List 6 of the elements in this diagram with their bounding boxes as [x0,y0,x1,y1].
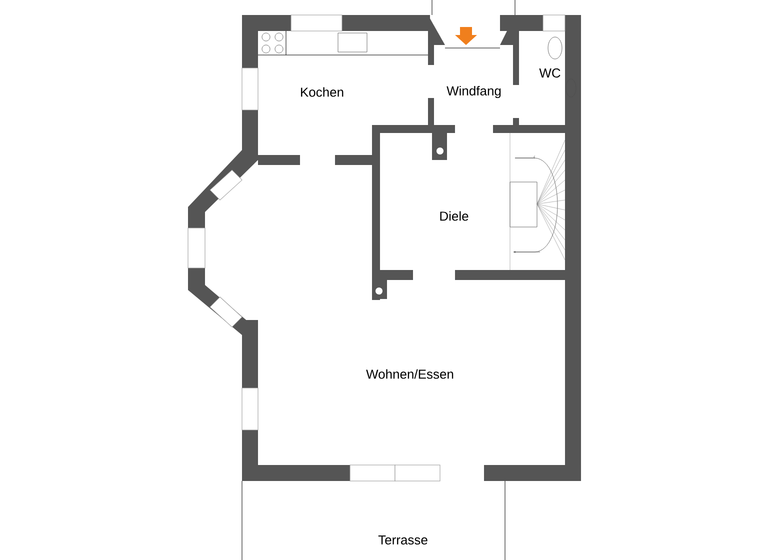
room-label: WC [539,68,560,78]
room-label: Kochen [301,87,344,97]
room-label: Terrasse [378,535,428,545]
room-label: Wohnen/Essen [366,369,454,379]
room-label: Diele [440,211,468,221]
room-label: Windfang [446,86,501,98]
